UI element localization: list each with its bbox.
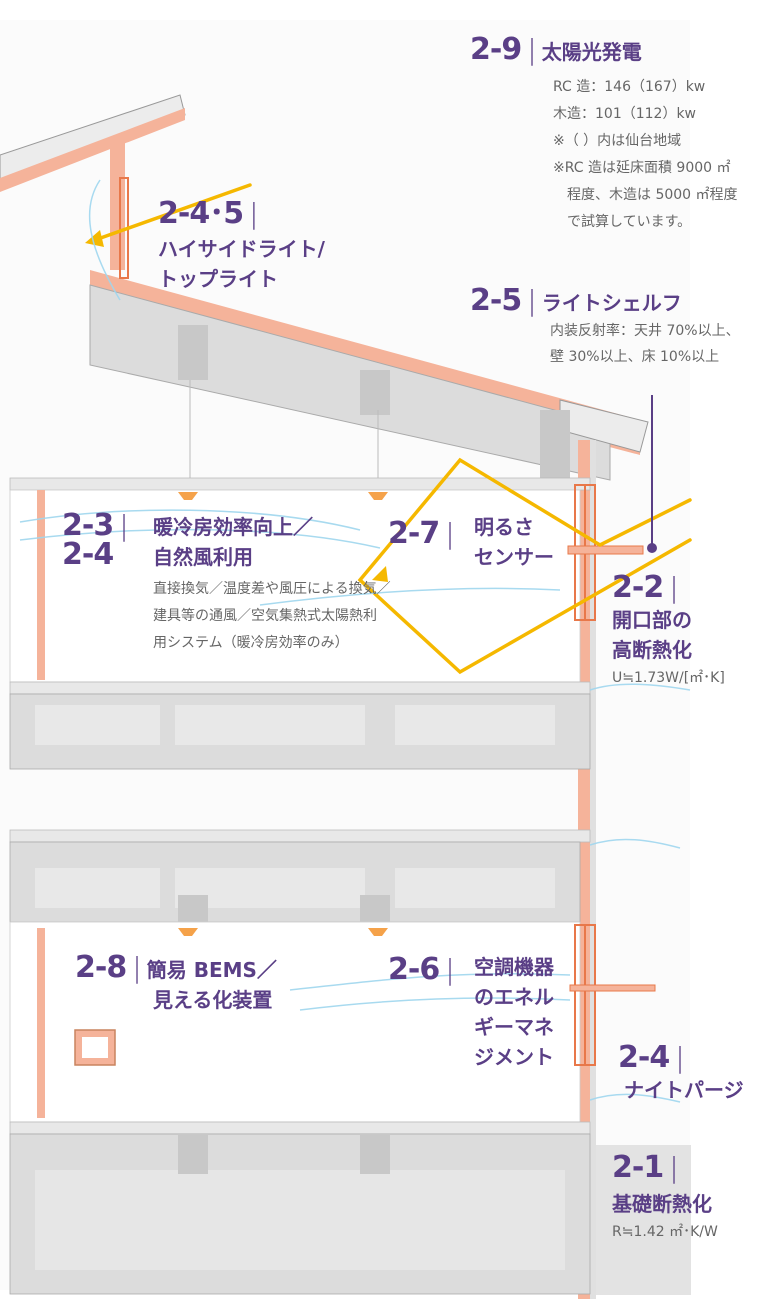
label-2-4-night: 2-4| ナイトパージ [618, 1040, 744, 1105]
label-2-7-text: 明るさ センサー [474, 512, 554, 572]
label-2-8-number: 2-8 [75, 950, 127, 985]
main-roof [89, 270, 649, 481]
wind-flows [19, 179, 691, 1103]
note-line: 程度、木造は 5000 ㎡程度 [567, 187, 738, 203]
label-2-2-title: 高断熱化 [612, 638, 692, 662]
label-2-2: 2-2| 開口部の 高断熱化 U≒1.73W/[㎡･K] [612, 570, 725, 691]
label-2-8-title: 見える化装置 [153, 988, 273, 1012]
label-2-6: 2-6| [388, 952, 455, 987]
label-2-5: 2-5| ライトシェルフ 内装反射率：天井 70%以上、 壁 30%以上、床 1… [470, 283, 740, 370]
label-2-4-5-title: ハイサイドライト/ [158, 237, 325, 261]
label-2-7-number: 2-7 [388, 516, 440, 551]
ceiling-lights [178, 492, 388, 936]
label-2-6-number: 2-6 [388, 952, 440, 987]
light-shelf [567, 545, 644, 555]
note-line: で試算しています。 [567, 214, 692, 230]
label-2-1-sub: R≒1.42 ㎡･K/W [612, 1224, 718, 1240]
upper-roof [0, 94, 186, 270]
label-2-4-5-number: 2-4･5 [158, 196, 244, 231]
label-2-2-sub: U≒1.73W/[㎡･K] [612, 670, 725, 686]
label-2-7-title: センサー [474, 545, 554, 569]
label-2-7-title: 明るさ [474, 515, 534, 539]
label-2-3-sub: 用システム（暖冷房効率のみ） [153, 635, 349, 651]
label-2-2-title: 開口部の [612, 608, 692, 632]
label-2-9-title: 太陽光発電 [541, 40, 642, 64]
label-2-3-title: 暖冷房効率向上／ [153, 515, 313, 539]
label-2-1-number: 2-1 [612, 1150, 664, 1185]
label-2-4-night-title: ナイトパージ [624, 1078, 744, 1102]
lower-floor [9, 829, 591, 1295]
label-2-4-number: 2-4 [62, 537, 114, 572]
exterior-wall-insulation [578, 440, 590, 1299]
label-2-8: 2-8| 簡易 BEMS／ 見える化装置 [75, 950, 277, 1015]
label-2-6-title: ギーマネ [474, 1015, 554, 1039]
label-2-4-5-title: トップライト [158, 267, 278, 291]
label-2-6-title: 空調機器 [474, 955, 554, 979]
label-2-6-title: ジメント [474, 1045, 554, 1069]
label-2-6-text: 空調機器 のエネル ギーマネ ジメント [474, 952, 554, 1072]
label-2-4-5: 2-4･5| ハイサイドライト/ トップライト [158, 188, 325, 294]
label-2-1-title: 基礎断熱化 [612, 1192, 712, 1216]
label-2-4-night-number: 2-4 [618, 1040, 670, 1075]
note-line: ※（ ）内は仙台地域 [553, 133, 682, 149]
note-line: 木造：101（112）kw [553, 106, 697, 122]
label-2-3-title: 自然風利用 [153, 545, 253, 569]
label-2-5-sub: 内装反射率：天井 70%以上、 [550, 323, 740, 339]
upper-room [9, 477, 591, 770]
label-2-7: 2-7| [388, 516, 455, 551]
label-2-3: 2-3| 2-4 [62, 508, 129, 572]
label-2-8-title: 簡易 BEMS／ [146, 958, 277, 982]
label-2-1: 2-1| 基礎断熱化 R≒1.42 ㎡･K/W [612, 1150, 718, 1245]
label-2-5-sub: 壁 30%以上、床 10%以上 [550, 349, 720, 365]
label-2-5-number: 2-5 [470, 283, 522, 318]
sunlight-rays [93, 183, 692, 675]
label-2-3-sub: 直接換気／温度差や風圧による換気／ [153, 581, 391, 597]
note-line: ※RC 造は延床面積 9000 ㎡ [553, 160, 731, 176]
label-2-5-title: ライトシェルフ [541, 291, 682, 315]
label-2-9: 2-9| 太陽光発電 [470, 32, 642, 67]
note-line: RC 造：146（167）kw [553, 79, 706, 95]
label-2-3-sub: 建具等の通風／空気集熱式太陽熱利 [153, 608, 377, 624]
label-2-3-text: 暖冷房効率向上／ 自然風利用 直接換気／温度差や風圧による換気／ 建具等の通風／… [153, 512, 391, 657]
label-2-3-number: 2-3 [62, 508, 114, 543]
label-2-9-notes: RC 造：146（167）kw 木造：101（112）kw ※（ ）内は仙台地域… [553, 74, 738, 236]
label-2-2-number: 2-2 [612, 570, 664, 605]
label-2-9-number: 2-9 [470, 32, 522, 67]
label-2-6-title: のエネル [474, 985, 554, 1009]
